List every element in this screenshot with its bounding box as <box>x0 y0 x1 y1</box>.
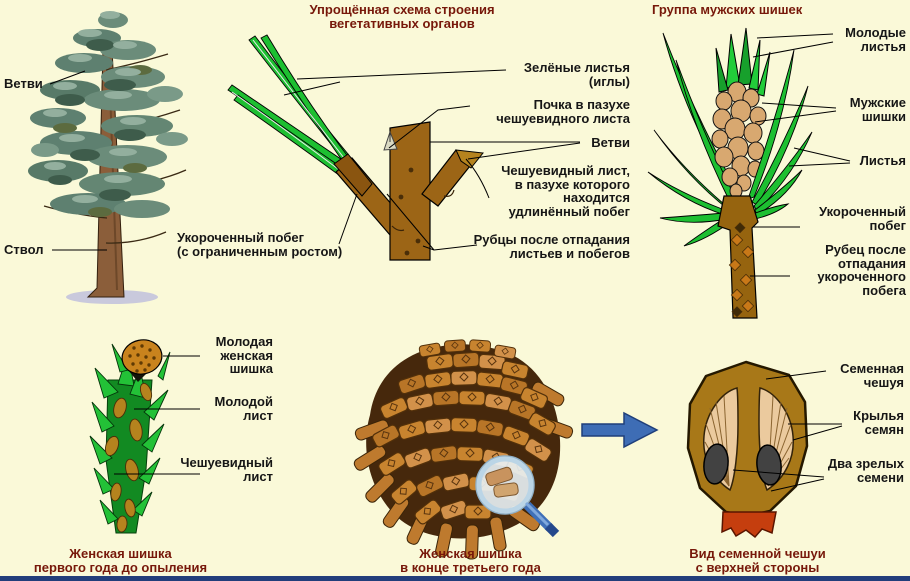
female-leader-lines <box>114 355 200 475</box>
twig-leader-lines <box>283 69 581 251</box>
mature-cone-caption: Женская шишка в конце третьего года <box>400 546 541 575</box>
tree-branches-label: Ветви <box>4 76 43 91</box>
female-scale-leaf-label: Чешуевидный лист <box>180 455 273 484</box>
female-cone-caption: Женская шишка первого года до опыления <box>33 546 208 575</box>
seed-leader-lines <box>732 370 843 492</box>
seed-scale-caption: Вид семенной чешуи с верхней стороны <box>689 546 826 575</box>
twig-scars-label: Рубцы после отпадания листьев и побегов <box>473 232 630 261</box>
male-scar-label: Рубец после отпадания укороченного побег… <box>817 242 906 298</box>
twig-green-leaves-label: Зелёные листья (иглы) <box>523 60 630 89</box>
twig-branches-label: Ветви <box>591 135 630 150</box>
tree-foliage <box>28 11 188 218</box>
mature-cone-illustration <box>353 339 574 560</box>
bud-shape <box>383 130 398 151</box>
female-young-leaf-label: Молодой лист <box>214 394 274 423</box>
pine-tree-illustration <box>28 11 188 304</box>
tree-trunk-label: Ствол <box>4 242 44 257</box>
seed-wings-label: Крылья семян <box>853 408 904 437</box>
twig-illustration <box>227 34 581 261</box>
female-young-cone-label: Молодая женская шишка <box>215 334 273 376</box>
twig-bud-label: Почка в пазухе чешуевидного листа <box>496 97 630 126</box>
male-leaves-label: Листья <box>859 153 906 168</box>
young-female-cone-illustration <box>89 339 200 534</box>
male-young-leaves-label: Молодые листья <box>845 25 906 54</box>
twig-title: Упрощённая схема строения вегетативных о… <box>309 2 495 31</box>
twig-scale-leaf-label: Чешуевидный лист, в пазухе которого нахо… <box>501 163 630 219</box>
bottom-border-bar <box>0 576 910 581</box>
seed-scale-illustration <box>686 360 843 539</box>
male-cones-label: Мужские шишки <box>849 95 906 124</box>
arrow-right-icon <box>581 411 659 449</box>
male-cones-illustration <box>647 27 851 319</box>
seed-scale-label: Семенная чешуя <box>840 361 904 390</box>
seed-seeds-label: Два зрелых семени <box>827 456 904 485</box>
magnifier-icon <box>475 455 560 538</box>
male-short-shoot-label: Укороченный побег <box>818 204 906 233</box>
male-leader-lines <box>750 33 851 277</box>
twig-short-shoot-label: Укороченный побег (с ограниченным ростом… <box>177 230 343 259</box>
tree-leader-lines <box>49 70 107 251</box>
male-cones-title: Группа мужских шишек <box>652 2 803 17</box>
